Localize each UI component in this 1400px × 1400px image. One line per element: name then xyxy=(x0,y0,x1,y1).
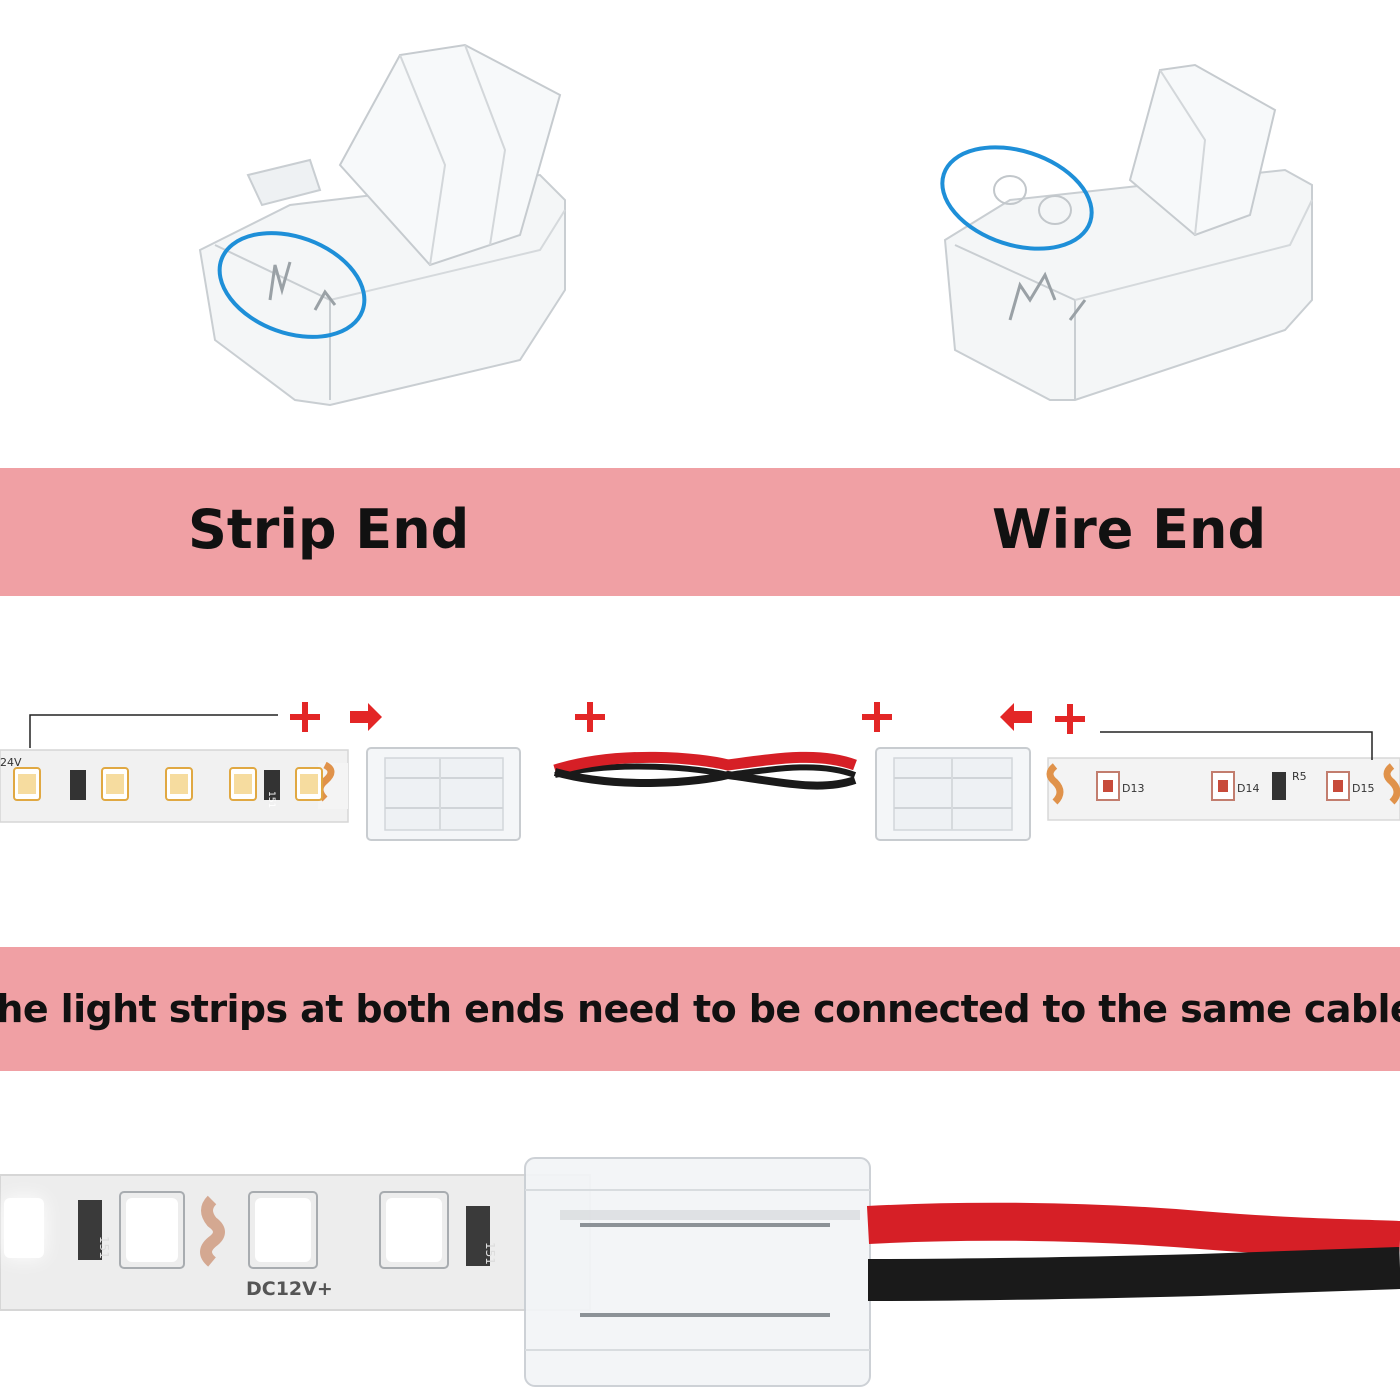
strip-mark: R5 xyxy=(1292,770,1307,783)
strip-end-label: Strip End xyxy=(188,498,470,561)
highlight-ellipse xyxy=(217,231,367,339)
clip-connector-open-icon xyxy=(198,43,566,407)
plus-markers xyxy=(290,702,1085,734)
two-core-wire xyxy=(553,751,857,790)
strip-mark: D15 xyxy=(1352,782,1374,795)
plus-icon xyxy=(575,702,605,732)
wire-end-label: Wire End xyxy=(992,498,1267,561)
arrow-icons xyxy=(350,703,1032,731)
assembled-connector-photo: 151 151 DC12V+ xyxy=(0,1157,1400,1387)
highlight-ellipse xyxy=(940,145,1094,251)
strip-mark: D13 xyxy=(1122,782,1144,795)
connection-diagram: 151 24V xyxy=(0,702,1400,841)
clip-connector-open-icon xyxy=(940,63,1313,401)
plus-icon xyxy=(1055,704,1085,734)
connector-top-view-left xyxy=(366,747,521,841)
chip-code: 151 xyxy=(266,791,276,808)
plus-icon xyxy=(290,702,320,732)
instruction-note: The light strips at both ends need to be… xyxy=(0,987,1400,1031)
right-led-strip: D13 D14 R5 D15 xyxy=(1046,731,1400,821)
left-led-strip: 151 24V xyxy=(0,714,349,823)
strip-end-connector-illustration xyxy=(198,43,1313,407)
label-band: Strip End Wire End xyxy=(0,468,1400,596)
arrow-left-icon xyxy=(1000,703,1032,731)
strip-print-text: DC12V+ xyxy=(246,1278,333,1300)
arrow-right-icon xyxy=(350,703,382,731)
plus-icon xyxy=(862,702,892,732)
chip-code: 151 xyxy=(97,1236,111,1259)
strip-voltage-text: 24V xyxy=(0,756,22,769)
strip-mark: D14 xyxy=(1237,782,1259,795)
connector-top-view-right xyxy=(875,747,1031,841)
chip-code: 151 xyxy=(483,1242,497,1265)
note-band: The light strips at both ends need to be… xyxy=(0,947,1400,1071)
